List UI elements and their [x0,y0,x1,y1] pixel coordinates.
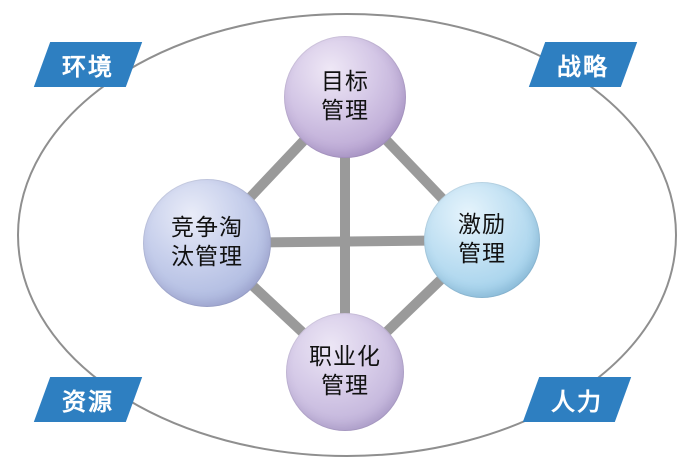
node-goal-management: 目标 管理 [284,36,406,158]
corner-label-resources-text: 资源 [62,388,114,416]
corner-label-strategy: 战略 [528,42,638,87]
node-competition-elimination-management: 竞争淘 汰管理 [143,179,271,307]
corner-label-resources: 资源 [33,377,143,422]
corner-label-environment-text: 环境 [62,53,114,81]
node-professionalization-management-label: 职业化 管理 [309,344,381,399]
node-incentive-management: 激励 管理 [424,182,540,298]
boundary-ellipse [17,13,677,457]
node-goal-management-label: 目标 管理 [321,69,369,124]
corner-label-strategy-text: 战略 [557,53,609,81]
corner-label-human-power: 人力 [522,377,632,422]
corner-label-human-power-text: 人力 [551,388,603,416]
node-professionalization-management: 职业化 管理 [286,313,404,431]
node-incentive-management-label: 激励 管理 [458,212,506,267]
node-competition-elimination-management-label: 竞争淘 汰管理 [171,215,243,270]
corner-label-environment: 环境 [33,42,143,87]
